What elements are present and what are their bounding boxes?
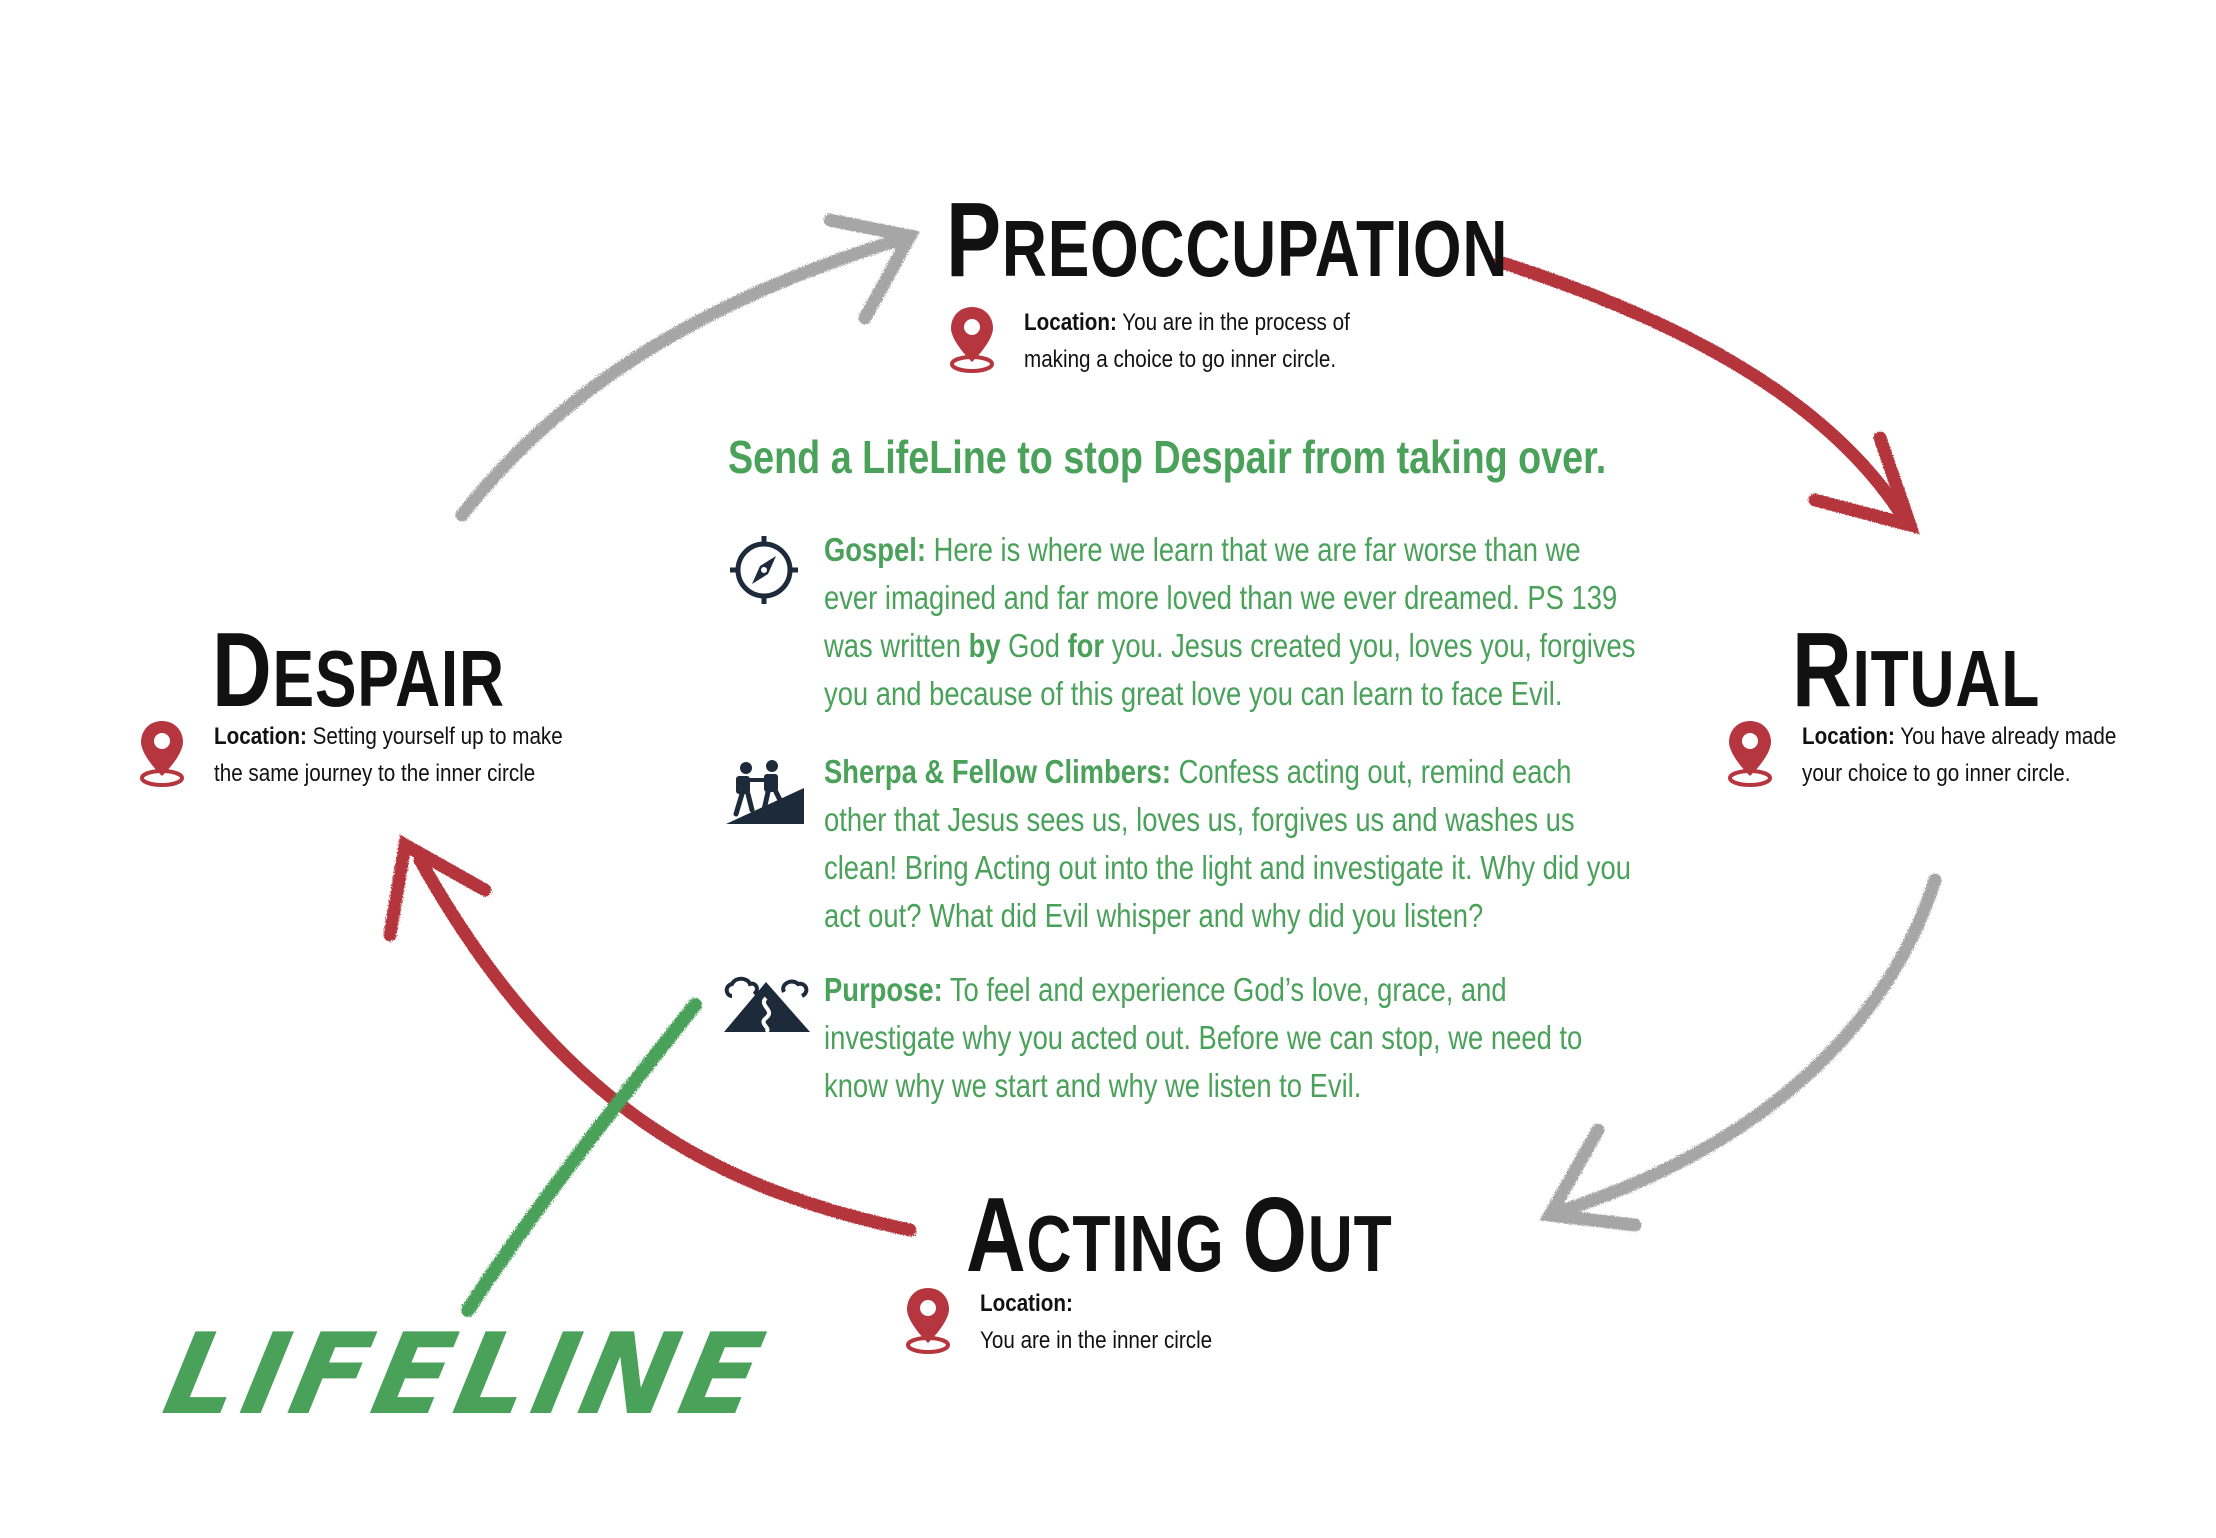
point-purpose: Purpose: To feel and experience God’s lo…	[824, 971, 1583, 1104]
point-sherpa: Sherpa & Fellow Climbers: Confess acting…	[824, 753, 1631, 934]
point-gospel: Gospel: Here is where we learn that we a…	[824, 531, 1636, 712]
location-pin-icon	[906, 1288, 950, 1354]
lifeline-label: LIFELINE	[154, 1310, 780, 1440]
arrow-despair-to-preoccupation	[455, 213, 920, 522]
climbers-icon	[726, 760, 804, 824]
location-pin-icon	[950, 307, 994, 373]
location-pin-icon	[1728, 721, 1772, 787]
stage-title-acting-out: Acting Out	[966, 1176, 1393, 1294]
center-headline: Send a LifeLine to stop Despair from tak…	[728, 431, 1607, 483]
compass-icon	[730, 536, 798, 604]
stage-title-despair: Despair	[212, 611, 505, 729]
location-pin-icon	[140, 721, 184, 787]
arrow-acting-out-to-despair	[383, 834, 917, 1237]
arrow-preoccupation-to-ritual	[1493, 255, 1921, 535]
mountain-path-icon	[724, 976, 810, 1034]
stage-title-ritual: Ritual	[1792, 611, 2041, 729]
lifeline-stroke	[461, 998, 702, 1317]
stage-title-preoccupation: Preoccupation	[946, 181, 1509, 299]
arrow-ritual-to-acting-out	[1539, 873, 1942, 1232]
